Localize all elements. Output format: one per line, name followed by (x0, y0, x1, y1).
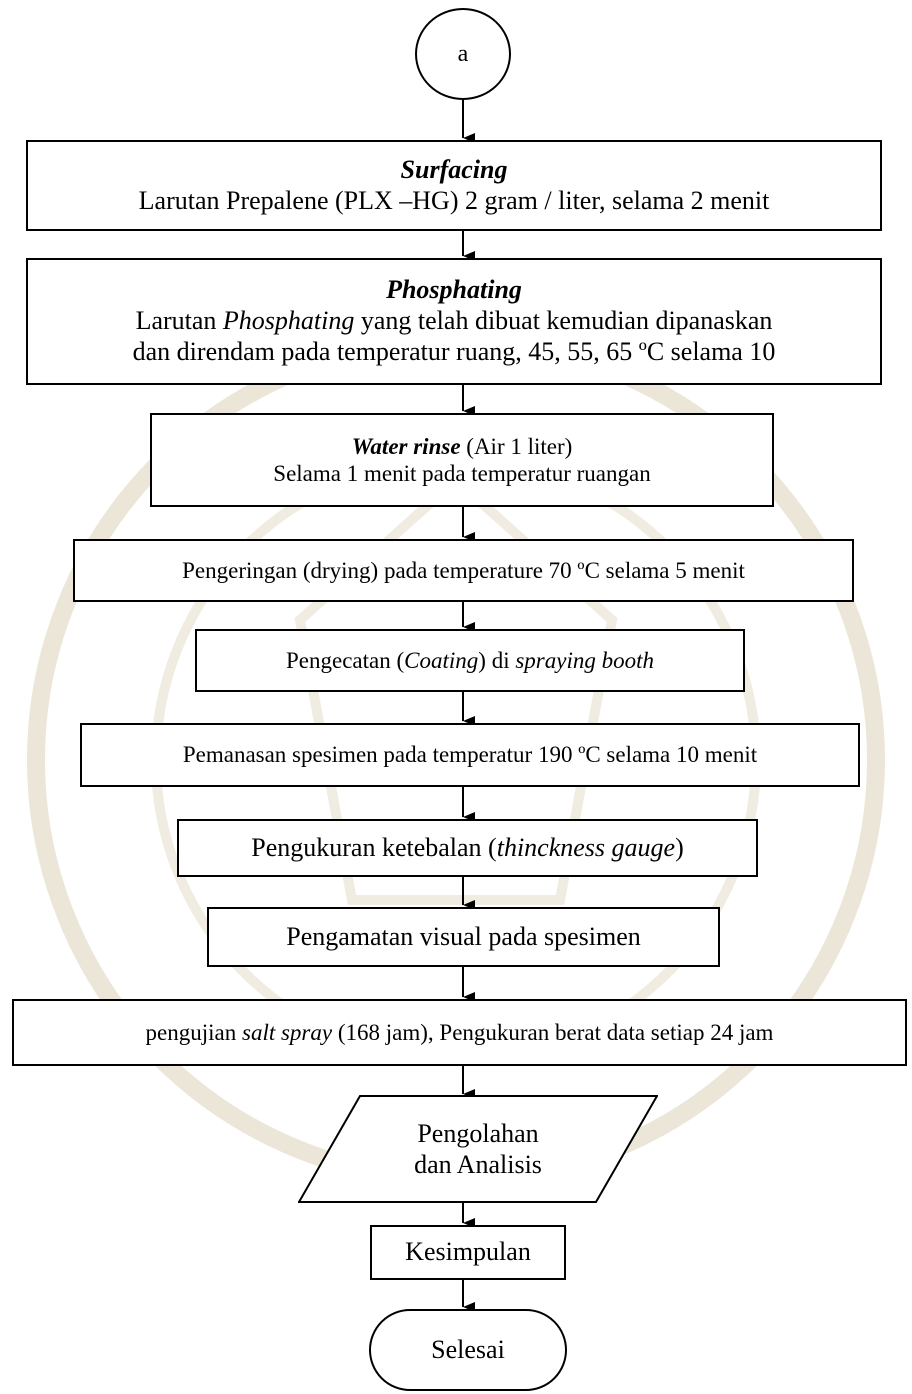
terminal-end: Selesai (369, 1309, 567, 1391)
conclusion-text: Kesimpulan (405, 1237, 531, 1267)
surfacing-text: Larutan Prepalene (PLX –HG) 2 gram / lit… (138, 185, 770, 215)
phosphating-title: Phosphating (386, 275, 522, 305)
step-surfacing: Surfacing Larutan Prepalene (PLX –HG) 2 … (26, 140, 882, 231)
analysis-line1: Pengolahan (417, 1118, 539, 1148)
analysis-line2: dan Analisis (414, 1150, 542, 1179)
step-conclusion: Kesimpulan (370, 1225, 566, 1280)
step-phosphating: Phosphating Larutan Phosphating yang tel… (26, 258, 882, 385)
salt-spray-text: pengujian salt spray (168 jam), Pengukur… (145, 1019, 774, 1045)
step-analysis: Pengolahan dan Analisis (298, 1095, 658, 1203)
analysis-parallelogram-shape (298, 1095, 658, 1203)
surfacing-title: Surfacing (400, 154, 508, 184)
thickness-text: Pengukuran ketebalan (thinckness gauge) (251, 832, 684, 862)
step-salt-spray: pengujian salt spray (168 jam), Pengukur… (12, 999, 907, 1066)
step-heating: Pemanasan spesimen pada temperatur 190 º… (80, 723, 860, 787)
coating-text: Pengecatan (Coating) di spraying booth (286, 647, 654, 673)
phosphating-line1: Larutan Phosphating yang telah dibuat ke… (135, 306, 773, 336)
visual-text: Pengamatan visual pada spesimen (286, 921, 641, 951)
connector-a: a (415, 8, 511, 100)
drying-text: Pengeringan (drying) pada temperature 70… (182, 557, 745, 583)
phosphating-line2: dan direndam pada temperatur ruang, 45, … (132, 336, 776, 366)
water-rinse-title: Water rinse (Air 1 liter) (351, 433, 573, 459)
step-thickness: Pengukuran ketebalan (thinckness gauge) (177, 819, 758, 877)
step-drying: Pengeringan (drying) pada temperature 70… (73, 539, 854, 602)
connector-label: a (457, 40, 469, 67)
water-rinse-text: Selama 1 menit pada temperatur ruangan (273, 461, 651, 486)
end-text: Selesai (431, 1334, 505, 1364)
step-coating: Pengecatan (Coating) di spraying booth (195, 629, 745, 692)
step-water-rinse: Water rinse (Air 1 liter) Selama 1 menit… (150, 413, 774, 507)
heating-text: Pemanasan spesimen pada temperatur 190 º… (182, 742, 758, 768)
step-visual-observation: Pengamatan visual pada spesimen (207, 907, 720, 967)
